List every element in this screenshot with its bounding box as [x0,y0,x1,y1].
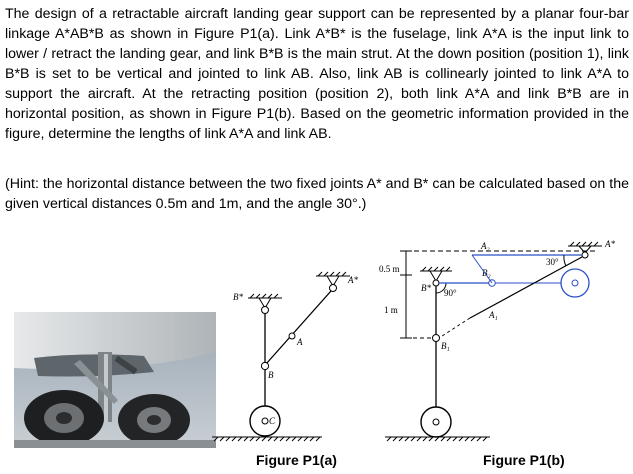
label-angle-30: 30° [546,257,559,267]
label-b-star-a: B* [233,292,243,302]
label-b-a: B [268,370,274,380]
ground-support-a-star [316,271,350,292]
figure-b-diagram: 0.5 m 1 m B* 90° B₁ B₂ [379,239,615,442]
label-b1: B₁ [441,341,450,351]
label-angle-90: 90° [444,288,457,298]
label-b2: B₂ [482,268,491,278]
label-dim-05: 0.5 m [379,264,400,274]
ground-support-b-star [248,293,282,314]
label-a1: A₁ [488,310,498,320]
label-a-star-a: A* [347,275,358,285]
problem-hint: (Hint: the horizontal distance between t… [5,176,629,212]
label-a2: A₂ [480,241,490,251]
figure-b-caption: Figure P1(b) [483,452,565,468]
figure-a-caption: Figure P1(a) [256,452,337,468]
joint-b [260,361,270,371]
label-a-a: A [296,337,303,347]
label-b-star-b: B* [421,283,431,293]
label-dim-1: 1 m [384,305,398,315]
label-c-a: C [269,416,276,426]
landing-gear-photo [14,312,216,448]
problem-paragraph-1: The design of a retractable aircraft lan… [5,6,629,142]
label-a-star-b: A* [604,239,615,249]
joint-a [288,332,296,340]
